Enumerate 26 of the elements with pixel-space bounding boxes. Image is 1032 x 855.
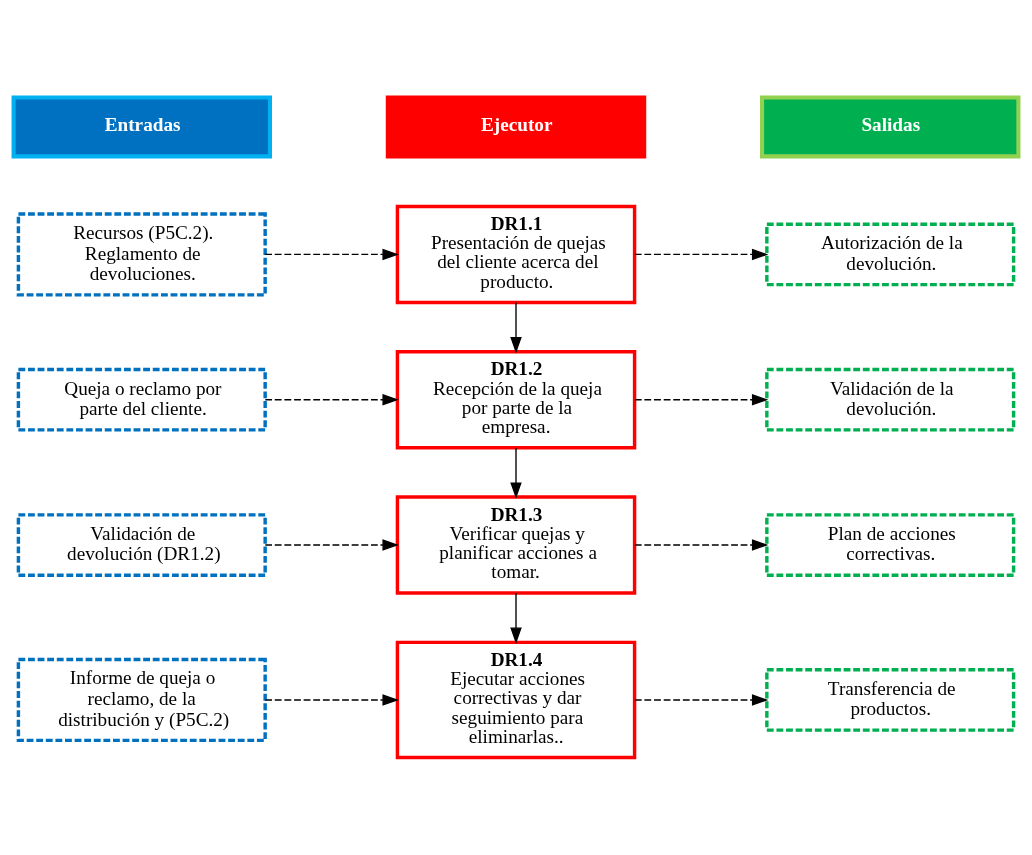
node-box: Entradas (11, 95, 272, 159)
node-box: DR1.4 Ejecutar acciones correctivas y dar seguimiento para eliminarlas.. (395, 640, 637, 760)
arrow (264, 694, 399, 706)
arrow (634, 393, 769, 406)
node-box: Salidas (760, 95, 1021, 159)
node-box: Validación de la devolución. (765, 367, 1016, 432)
node-box: Transferencia de productos. (765, 668, 1016, 732)
node-box: DR1.3 Verificar quejas y planificar acciones a tomar. (395, 495, 637, 595)
node-box: Autorización de la devolución. (765, 222, 1016, 287)
node-box: DR1.2 Recepción de la queja por parte de la empresa. (395, 350, 637, 450)
arrow (264, 539, 399, 551)
arrow (634, 248, 769, 261)
node-box: DR1.1 Presentación de quejas del cliente acerca del producto. (395, 204, 637, 305)
arrow (510, 592, 522, 644)
node-box: Ejecutor (385, 95, 647, 159)
node-box: Recursos (P5C.2). Reglamento de devoluciones. (16, 212, 267, 297)
node-box: Queja o reclamo por parte del cliente. (16, 367, 267, 432)
arrow (264, 393, 399, 406)
node-box: Validación de devolución (DR1.2) (16, 513, 267, 577)
arrow (264, 248, 399, 261)
arrow (510, 447, 522, 499)
arrow (510, 301, 522, 354)
arrow (634, 539, 769, 551)
node-box: Informe de queja o reclamo, de la distribución y (P5C.2) (16, 657, 267, 743)
arrow (634, 694, 769, 706)
node-box: Plan de acciones correctivas. (765, 513, 1016, 577)
